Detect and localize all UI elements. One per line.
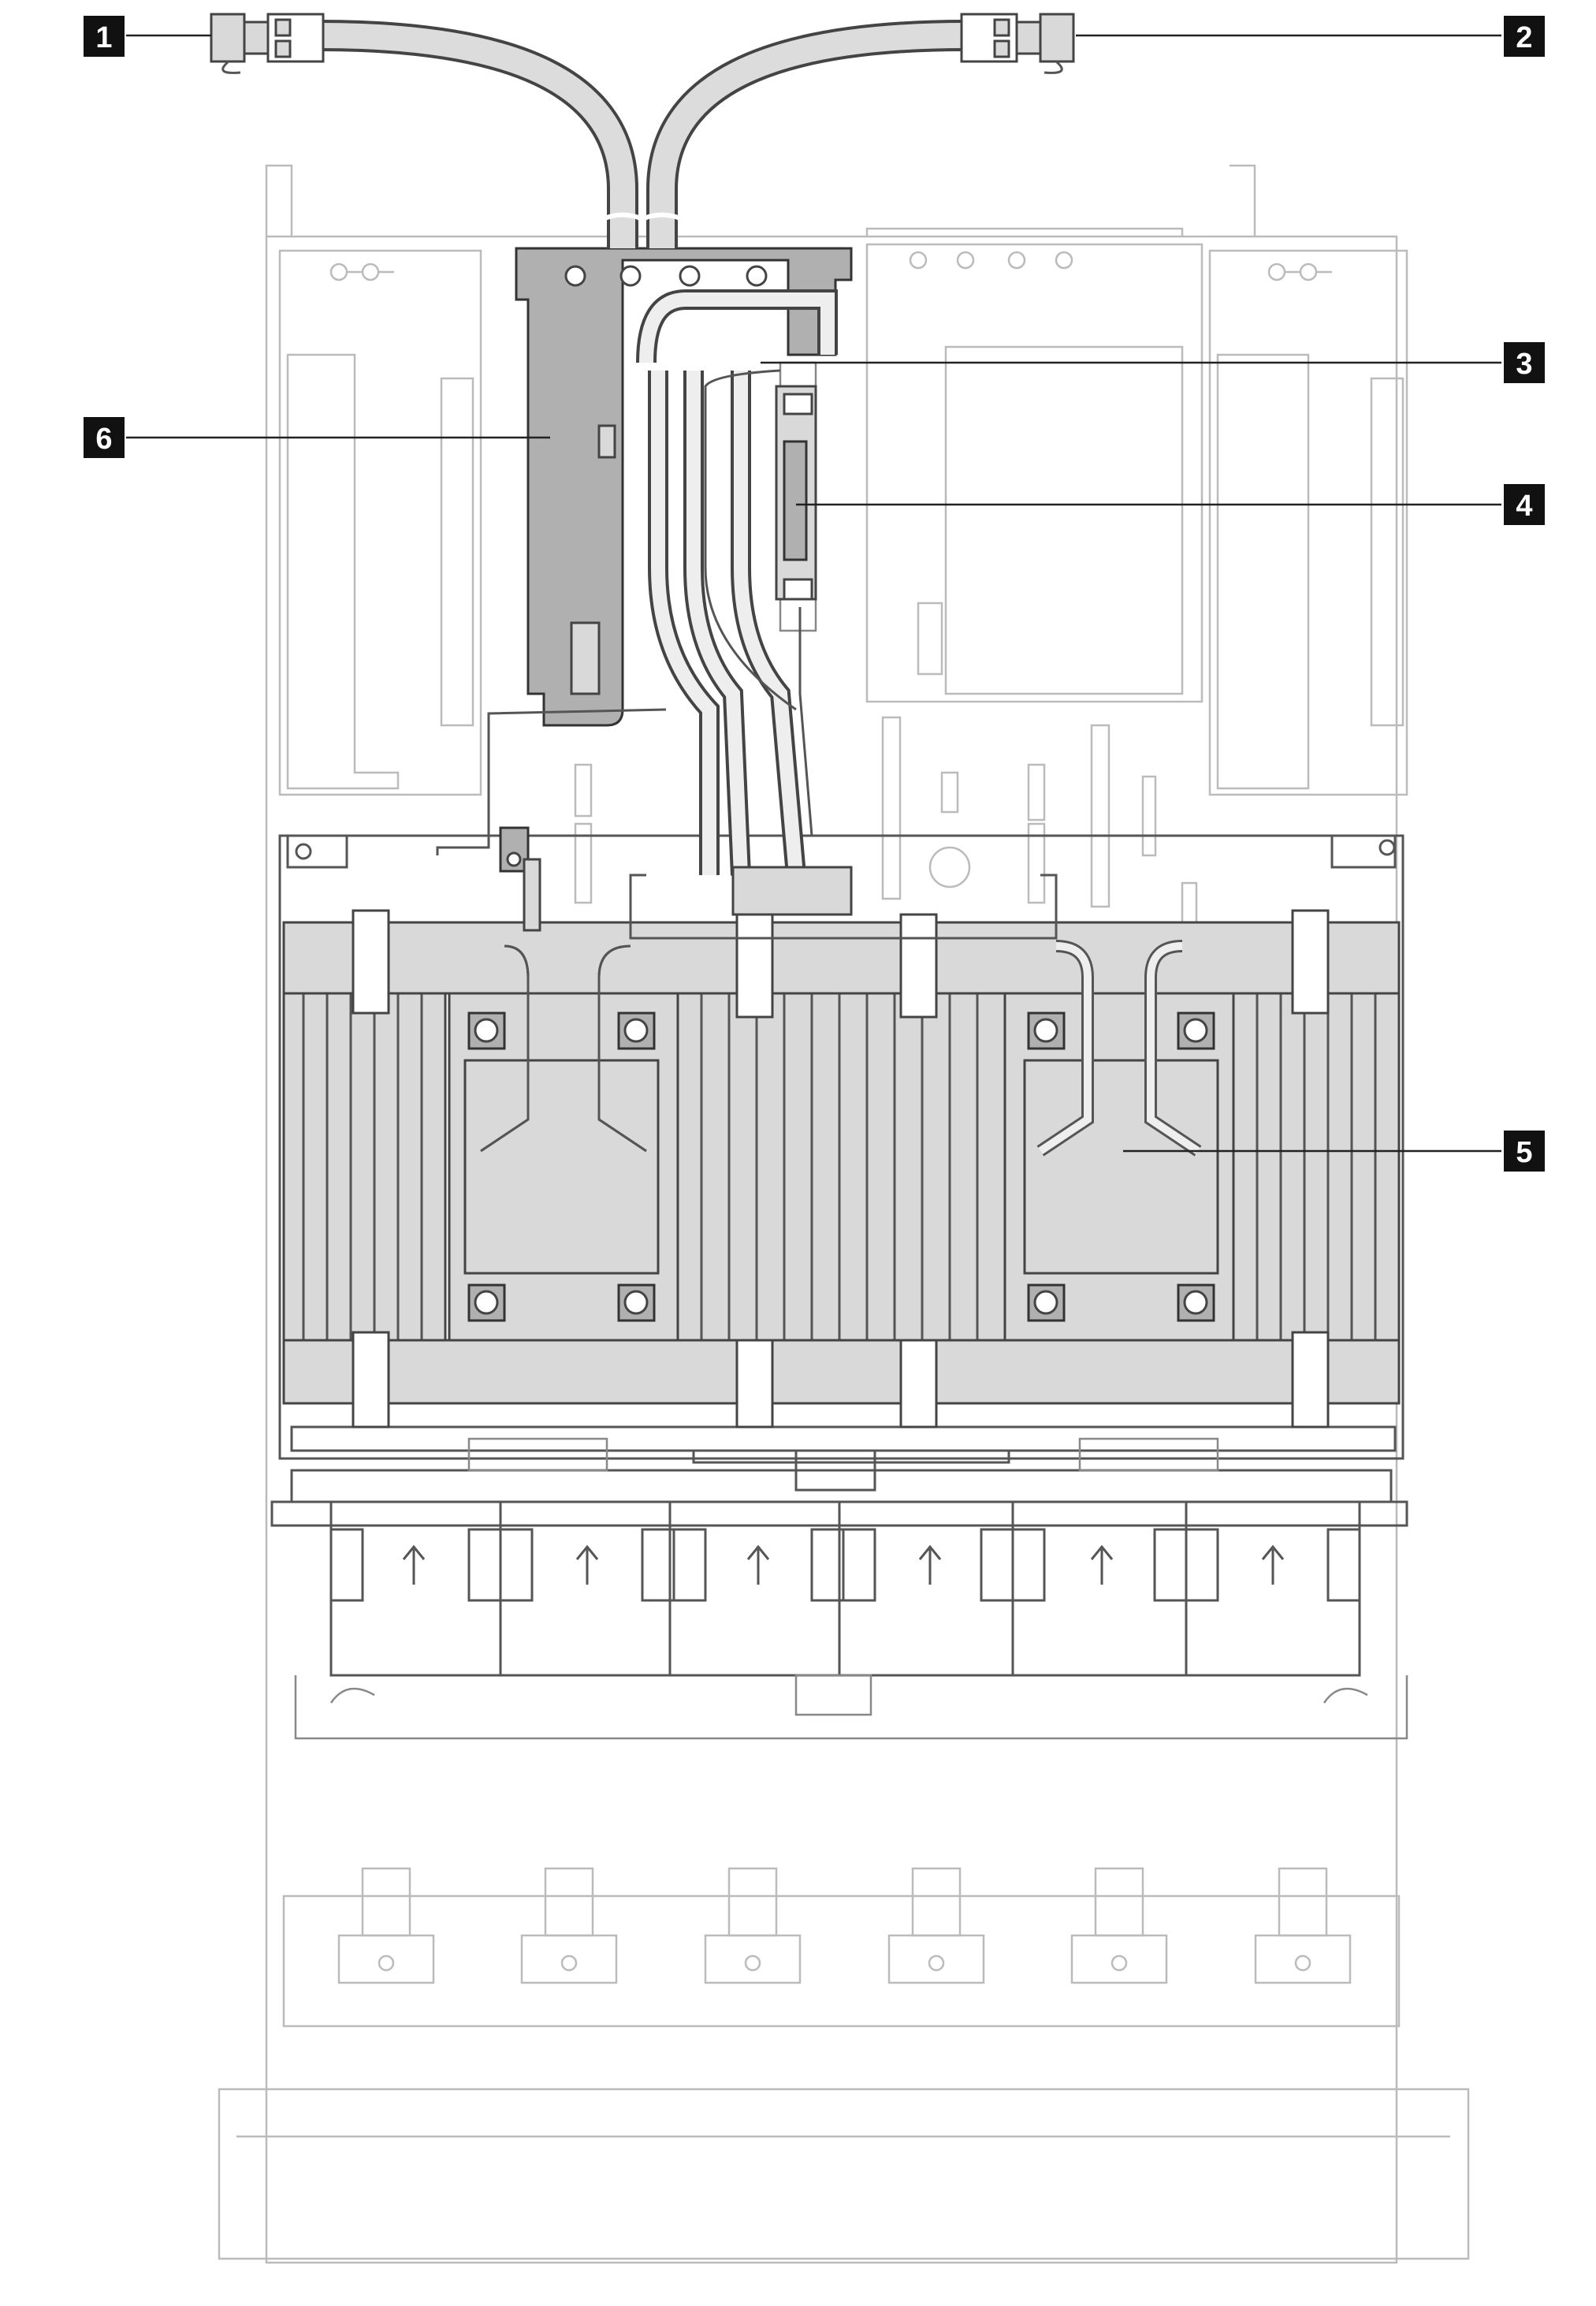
leader-lines bbox=[126, 34, 1501, 1153]
chassis-outline bbox=[218, 164, 1470, 2264]
callout-5-label: 5 bbox=[1516, 1136, 1532, 1169]
leak-sensor-cable bbox=[436, 708, 667, 932]
drive-backplane bbox=[282, 1867, 1401, 2028]
callout-3-label: 3 bbox=[1516, 348, 1532, 381]
pcie-slots bbox=[574, 716, 1198, 924]
callout-1: 1 bbox=[84, 16, 125, 57]
processor-board bbox=[278, 834, 1404, 1460]
callout-6: 6 bbox=[84, 417, 125, 458]
right-riser-bay bbox=[1208, 249, 1408, 796]
cold-plate-left bbox=[448, 944, 679, 1342]
coolant-hoses bbox=[318, 20, 966, 248]
dimm-bank-middle bbox=[676, 992, 1010, 1342]
middle-riser-bay bbox=[865, 243, 1204, 703]
dimm-bank-left bbox=[282, 992, 447, 1342]
callout-4-label: 4 bbox=[1516, 490, 1532, 523]
cold-plate-right bbox=[1003, 940, 1235, 1342]
callout-4: 4 bbox=[1504, 484, 1545, 525]
callout-2: 2 bbox=[1504, 16, 1545, 57]
fan-cage bbox=[270, 1437, 1408, 1740]
callout-1-label: 1 bbox=[95, 21, 112, 54]
left-riser-bay bbox=[278, 249, 482, 796]
fan-modules bbox=[329, 1500, 1361, 1677]
quick-connect-right bbox=[960, 13, 1075, 74]
dimm-bank-right bbox=[1232, 992, 1401, 1342]
coolant-tubes bbox=[629, 289, 1058, 940]
callout-2-label: 2 bbox=[1516, 21, 1532, 54]
callout-3: 3 bbox=[1504, 342, 1545, 383]
airflow-arrows bbox=[402, 1544, 1285, 1585]
quick-connect-left bbox=[210, 13, 325, 74]
callout-5: 5 bbox=[1504, 1131, 1545, 1172]
leak-detection-module bbox=[704, 361, 817, 836]
callout-6-label: 6 bbox=[95, 423, 112, 456]
